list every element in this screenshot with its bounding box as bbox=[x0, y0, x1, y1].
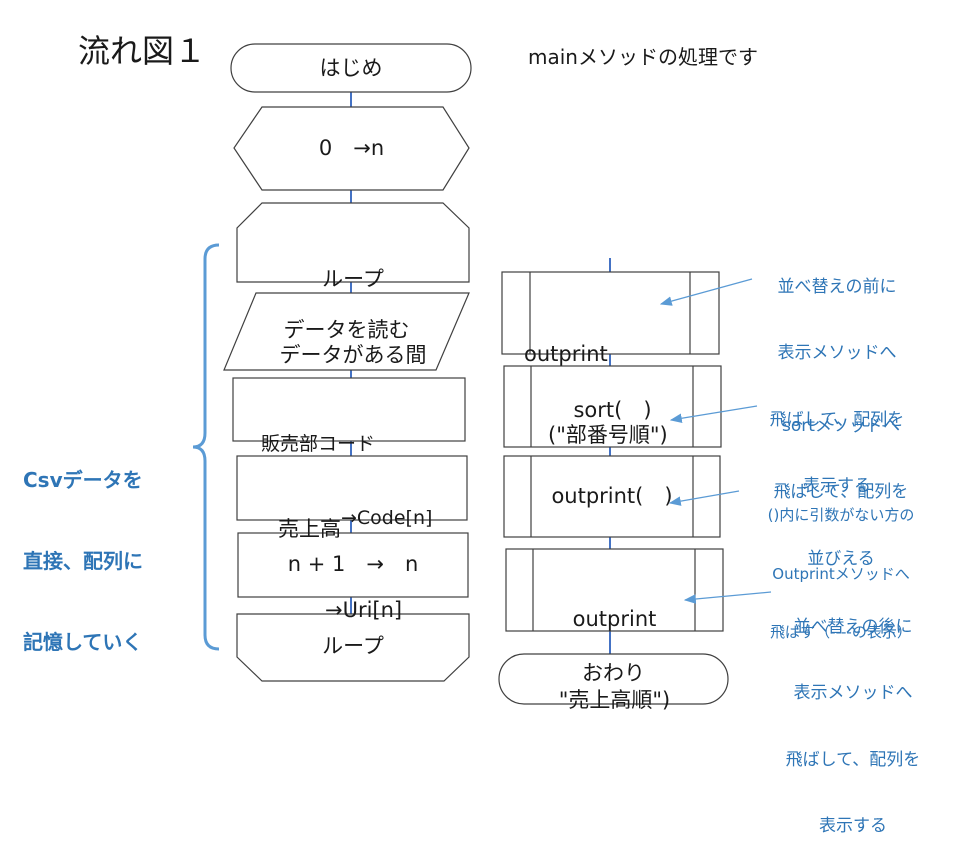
init-label: 0 →n bbox=[318, 136, 385, 160]
note1-line: 表示メソッドへ bbox=[777, 343, 897, 364]
call2-label: sort( ) bbox=[573, 398, 652, 422]
note-before-sort: 並べ替えの前に 表示メソッドへ 飛ばして、配列を 表示する bbox=[752, 232, 922, 519]
call1-line: outprint bbox=[524, 341, 608, 366]
call2-process bbox=[503, 365, 722, 448]
end-terminator bbox=[498, 653, 729, 705]
page-title: 流れ図１ bbox=[78, 32, 207, 70]
note2-line: 並びえる bbox=[807, 548, 875, 569]
note-after-sort: 並べ替えの後に 表示メソッドへ 飛ばして、配列を 表示する bbox=[768, 572, 938, 859]
side-label-line: 記憶していく bbox=[23, 630, 143, 654]
assign-code-label: 販売部コード →Code[n] bbox=[233, 383, 465, 556]
note3-arrow bbox=[668, 490, 740, 506]
note4-arrow bbox=[683, 591, 772, 604]
loop-start-label: ループ データがある間 bbox=[237, 217, 469, 393]
call3-label: outprint( ) bbox=[551, 484, 673, 508]
note3-line: Outprintメソッドへ bbox=[772, 564, 910, 583]
assign-uri-line: 売上高 bbox=[278, 516, 341, 541]
loop-end-label: ループ bbox=[322, 634, 384, 658]
note4-line: 並べ替えの後に bbox=[793, 617, 913, 638]
side-label-line: 直接、配列に bbox=[23, 549, 143, 573]
note1-line: 並べ替えの前に bbox=[777, 277, 897, 298]
note4-line: 表示する bbox=[819, 816, 887, 837]
assign-code-process bbox=[232, 377, 466, 442]
note3-line: 飛ばす（----の表示） bbox=[770, 623, 912, 641]
read-data-shape bbox=[223, 292, 470, 371]
loop-brace bbox=[192, 243, 220, 651]
call1-process bbox=[501, 271, 720, 355]
note3-line: ()内に引数がない方の bbox=[767, 506, 915, 524]
call1-line: ("部番号順") bbox=[548, 423, 668, 448]
side-label: Csvデータを 直接、配列に 記憶していく bbox=[23, 413, 143, 683]
assign-uri-label: 売上高 →Uri[n] bbox=[237, 461, 467, 652]
loop-start-line: データがある間 bbox=[279, 342, 427, 367]
note1-line: 表示する bbox=[803, 476, 871, 497]
assign-uri-process bbox=[236, 455, 468, 521]
call1-label: outprint ("部番号順") bbox=[502, 286, 719, 477]
end-label: おわり bbox=[582, 661, 645, 685]
side-label-line: Csvデータを bbox=[23, 468, 143, 492]
call4-line: "売上高順") bbox=[558, 688, 671, 713]
note1-arrow bbox=[659, 278, 753, 306]
note-no-args: ()内に引数がない方の Outprintメソッドへ 飛ばす（----の表示） bbox=[735, 467, 947, 662]
assign-uri-line: →Uri[n] bbox=[325, 598, 403, 623]
start-terminator bbox=[230, 43, 472, 93]
increment-process bbox=[237, 532, 469, 598]
loop-start-shape bbox=[236, 202, 470, 283]
note4-line: 表示メソッドへ bbox=[793, 683, 913, 704]
assign-code-line: →Code[n] bbox=[341, 507, 433, 530]
call4-line: outprint bbox=[572, 606, 657, 631]
call4-label: outprint "売上高順") bbox=[506, 551, 723, 742]
note-sort: sortメソッドへ 飛ばして、配列を 並びえる bbox=[756, 371, 926, 592]
call3-process bbox=[503, 455, 721, 538]
assign-code-line: 販売部コード bbox=[261, 433, 376, 456]
note4-line: 飛ばして、配列を bbox=[785, 749, 921, 770]
flowchart-canvas bbox=[192, 43, 772, 705]
read-label: データを読む bbox=[283, 318, 410, 342]
increment-label: n + 1 → n bbox=[287, 552, 419, 576]
note2-line: sortメソッドへ bbox=[782, 416, 900, 437]
note2-arrow bbox=[669, 405, 758, 424]
loop-end-shape bbox=[236, 613, 470, 682]
diagram-subtitle: mainメソッドの処理です bbox=[528, 45, 758, 69]
start-label: はじめ bbox=[319, 56, 383, 80]
loop-start-line: ループ bbox=[322, 267, 384, 292]
note1-line: 飛ばして、配列を bbox=[769, 409, 905, 430]
call4-process bbox=[505, 548, 724, 632]
init-preparation bbox=[233, 106, 470, 191]
note2-line: 飛ばして、配列を bbox=[773, 482, 909, 503]
